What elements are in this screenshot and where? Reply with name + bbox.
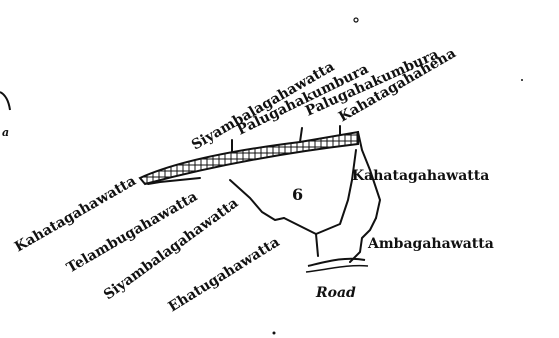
survey-mark [272, 331, 276, 335]
lot-boundary [147, 125, 381, 263]
margin-mark [0, 91, 11, 111]
road-edge [305, 264, 369, 273]
road-edge [307, 257, 366, 267]
label-kahatagahawatta-east: Kahatagahawatta [352, 168, 489, 184]
lot-number: 6 [292, 185, 303, 204]
margin-fragment: a [2, 126, 9, 139]
hatched-strip [138, 130, 359, 186]
survey-mark [353, 17, 359, 23]
label-road: Road [315, 285, 356, 301]
label-ambagahawatta: Ambagahawatta [367, 236, 494, 252]
survey-mark [521, 79, 523, 81]
